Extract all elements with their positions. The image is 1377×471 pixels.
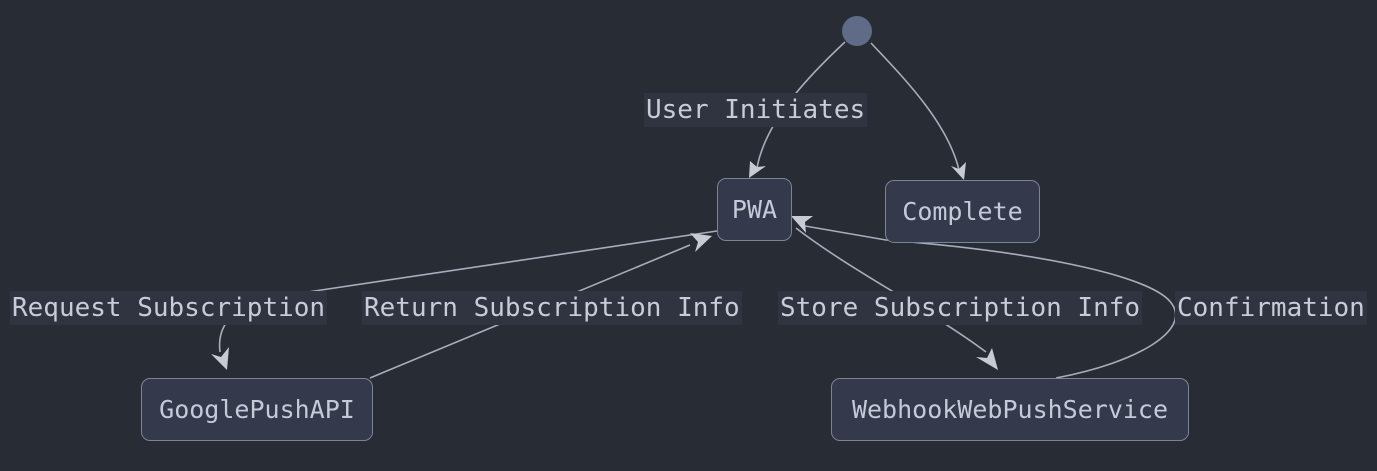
node-webhookwebpushservice[interactable]: WebhookWebPushService (831, 378, 1189, 441)
node-pwa[interactable]: PWA (717, 178, 792, 241)
edge-label-confirmation: Confirmation (1175, 291, 1367, 325)
arrow-head-pwa-left (690, 233, 712, 252)
edge-webhookwebpushservice-to-pwa (791, 216, 1177, 379)
edge-pwa-to-webhookwebpushservice (795, 227, 998, 370)
edge-path-start-to-complete (870, 42, 960, 171)
edge-start-to-complete (870, 42, 966, 180)
node-googlepushapi-label: GooglePushAPI (159, 395, 355, 424)
arrow-head-pwa-right (791, 216, 813, 233)
edge-label-return-subscription-info: Return Subscription Info (362, 291, 742, 325)
node-complete[interactable]: Complete (885, 180, 1040, 243)
edge-path-pwa-to-webhook (795, 227, 987, 353)
edge-label-store-subscription-info: Store Subscription Info (778, 291, 1143, 325)
arrow-head-complete-top (951, 162, 966, 180)
node-pwa-label: PWA (731, 195, 778, 224)
edge-label-request-subscription: Request Subscription (10, 291, 328, 325)
start-node[interactable] (842, 16, 872, 46)
edge-label-user-initiates: User Initiates (644, 93, 868, 127)
node-googlepushapi[interactable]: GooglePushAPI (141, 378, 373, 441)
arrow-head-googlepushapi-top (211, 347, 229, 370)
arrow-head-webhook-top (976, 348, 998, 370)
node-complete-label: Complete (902, 197, 1023, 226)
arrow-head-pwa-top (749, 161, 766, 178)
edge-path-webhook-to-pwa (804, 225, 1177, 379)
node-webhookwebpushservice-label: WebhookWebPushService (851, 395, 1169, 424)
